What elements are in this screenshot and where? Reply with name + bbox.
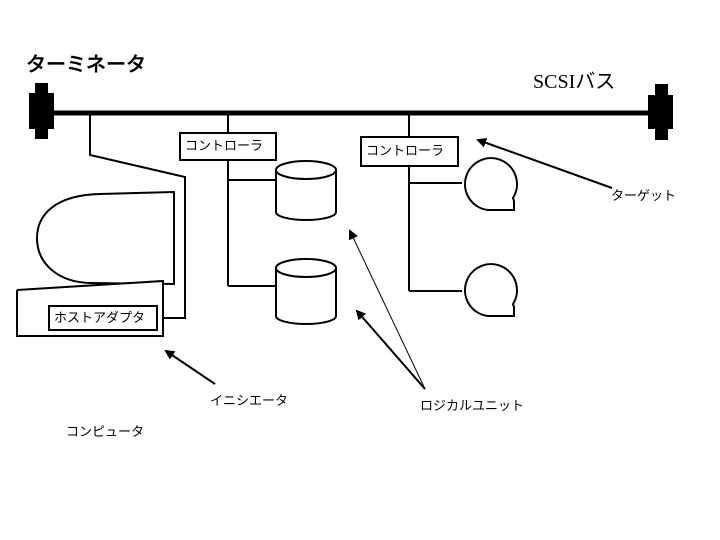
disk-icon	[275, 258, 337, 325]
terminator-label: ターミネータ	[26, 52, 146, 76]
host-adapter-label: ホストアダプタ	[54, 310, 146, 326]
logical-unit-arrow-1	[348, 229, 426, 390]
initiator-arrow	[164, 349, 216, 385]
controller-label: コントローラ	[185, 139, 264, 154]
controller-box-2: コントローラ	[360, 136, 459, 167]
left-terminator-icon	[29, 83, 54, 139]
computer-label: コンピュータ	[66, 425, 145, 440]
tape-drive-icon	[463, 263, 518, 317]
controller-box-1: コントローラ	[179, 132, 277, 161]
logical-unit-label: ロジカルユニット	[420, 399, 525, 414]
controller-label: コントローラ	[366, 144, 445, 159]
target-label: ターゲット	[611, 189, 677, 204]
tape-drive-icon	[463, 157, 518, 211]
target-arrow	[476, 137, 613, 189]
computer-bus-cable	[89, 113, 186, 319]
initiator-label: イニシエータ	[210, 394, 289, 409]
logical-unit-arrow-2	[355, 309, 426, 390]
right-terminator-icon	[648, 84, 673, 140]
disk-icon	[275, 160, 337, 221]
host-adapter-box: ホストアダプタ	[48, 305, 158, 331]
scsi-bus-label: SCSIバス	[533, 71, 616, 93]
